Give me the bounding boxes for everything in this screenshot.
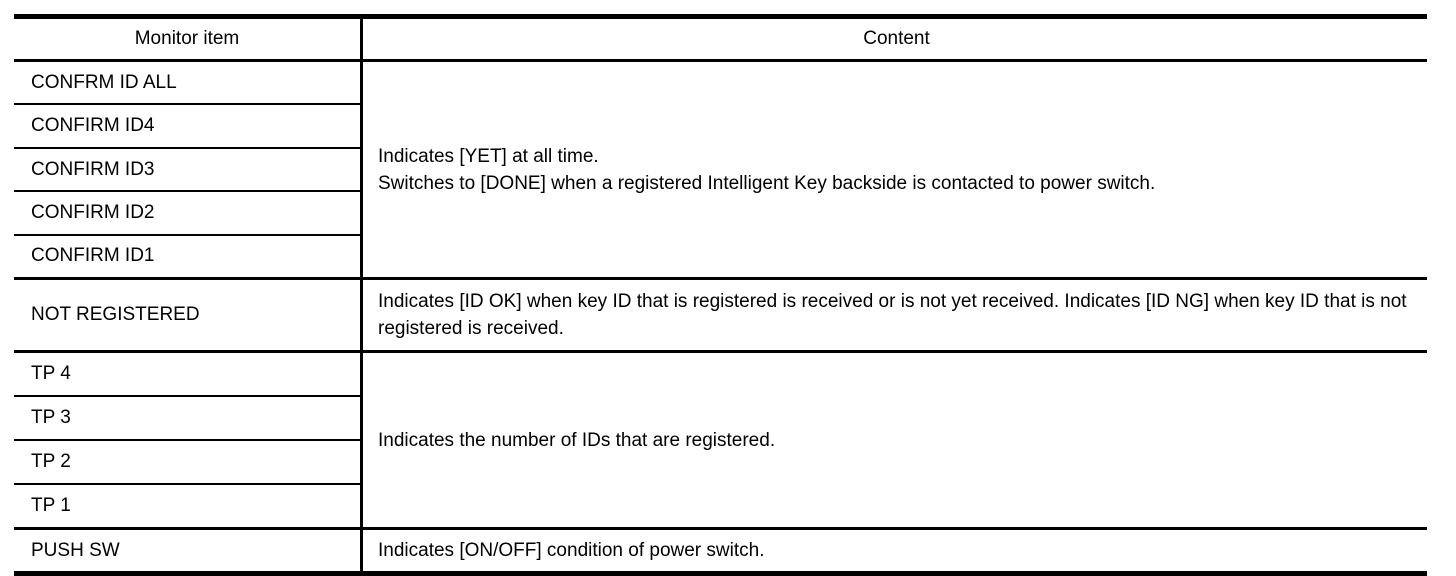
header-cell-content: Content (360, 19, 1427, 59)
header-cell-monitor-item: Monitor item (14, 19, 360, 59)
column-header-content: Content (863, 28, 930, 49)
push-sw-items: PUSH SW (14, 530, 360, 571)
content-text: Indicates [ON/OFF] condition of power sw… (378, 540, 765, 561)
content-line-1: Indicates [YET] at all time. (378, 145, 599, 167)
table-row-push-sw: PUSH SW (14, 530, 360, 571)
table-group-not-registered: NOT REGISTERED Indicates [ID OK] when ke… (14, 280, 1427, 353)
monitor-item-table: Monitor item Content CONFRM ID ALL CONFI… (14, 14, 1427, 576)
row-label: NOT REGISTERED (31, 304, 200, 325)
row-label: TP 3 (31, 407, 71, 428)
table-group-push-sw: PUSH SW Indicates [ON/OFF] condition of … (14, 530, 1427, 571)
row-label: TP 4 (31, 363, 71, 384)
table-row-confrm-id-all: CONFRM ID ALL (14, 62, 360, 106)
content-text: Indicates the number of IDs that are reg… (378, 429, 776, 451)
tp-items: TP 4 TP 3 TP 2 TP 1 (14, 353, 360, 527)
tp-content-cell: Indicates the number of IDs that are reg… (360, 353, 1427, 527)
table-row-tp3: TP 3 (14, 397, 360, 441)
table-row-tp4: TP 4 (14, 353, 360, 397)
table-row-not-registered: NOT REGISTERED (14, 280, 360, 350)
row-label: TP 1 (31, 495, 71, 516)
content-line-2: Switches to [DONE] when a registered Int… (378, 172, 1156, 194)
row-label: CONFIRM ID4 (31, 115, 155, 137)
not-registered-items: NOT REGISTERED (14, 280, 360, 350)
push-sw-content-cell: Indicates [ON/OFF] condition of power sw… (360, 530, 1427, 571)
table-row-confirm-id4: CONFIRM ID4 (14, 105, 360, 149)
column-header-monitor-item: Monitor item (134, 28, 240, 49)
table-group-confirm-id: CONFRM ID ALL CONFIRM ID4 CONFIRM ID3 CO… (14, 62, 1427, 280)
content-text: Indicates [ID OK] when key ID that is re… (378, 291, 1407, 339)
not-registered-content-cell: Indicates [ID OK] when key ID that is re… (360, 280, 1427, 350)
row-label: TP 2 (31, 451, 71, 472)
table-row-tp1: TP 1 (14, 485, 360, 527)
table-row-confirm-id1: CONFIRM ID1 (14, 236, 360, 277)
table-group-tp: TP 4 TP 3 TP 2 TP 1 Indicates the number… (14, 353, 1427, 530)
row-label: CONFIRM ID3 (31, 158, 155, 180)
row-label: CONFRM ID ALL (31, 71, 177, 93)
row-label: PUSH SW (31, 539, 120, 561)
confirm-id-items: CONFRM ID ALL CONFIRM ID4 CONFIRM ID3 CO… (14, 62, 360, 277)
table-header-row: Monitor item Content (14, 19, 1427, 62)
table-row-confirm-id3: CONFIRM ID3 (14, 149, 360, 193)
table-row-confirm-id2: CONFIRM ID2 (14, 192, 360, 236)
table-row-tp2: TP 2 (14, 441, 360, 485)
row-label: CONFIRM ID1 (31, 245, 155, 267)
row-label: CONFIRM ID2 (31, 201, 155, 223)
confirm-id-content-cell: Indicates [YET] at all time. Switches to… (360, 62, 1427, 277)
